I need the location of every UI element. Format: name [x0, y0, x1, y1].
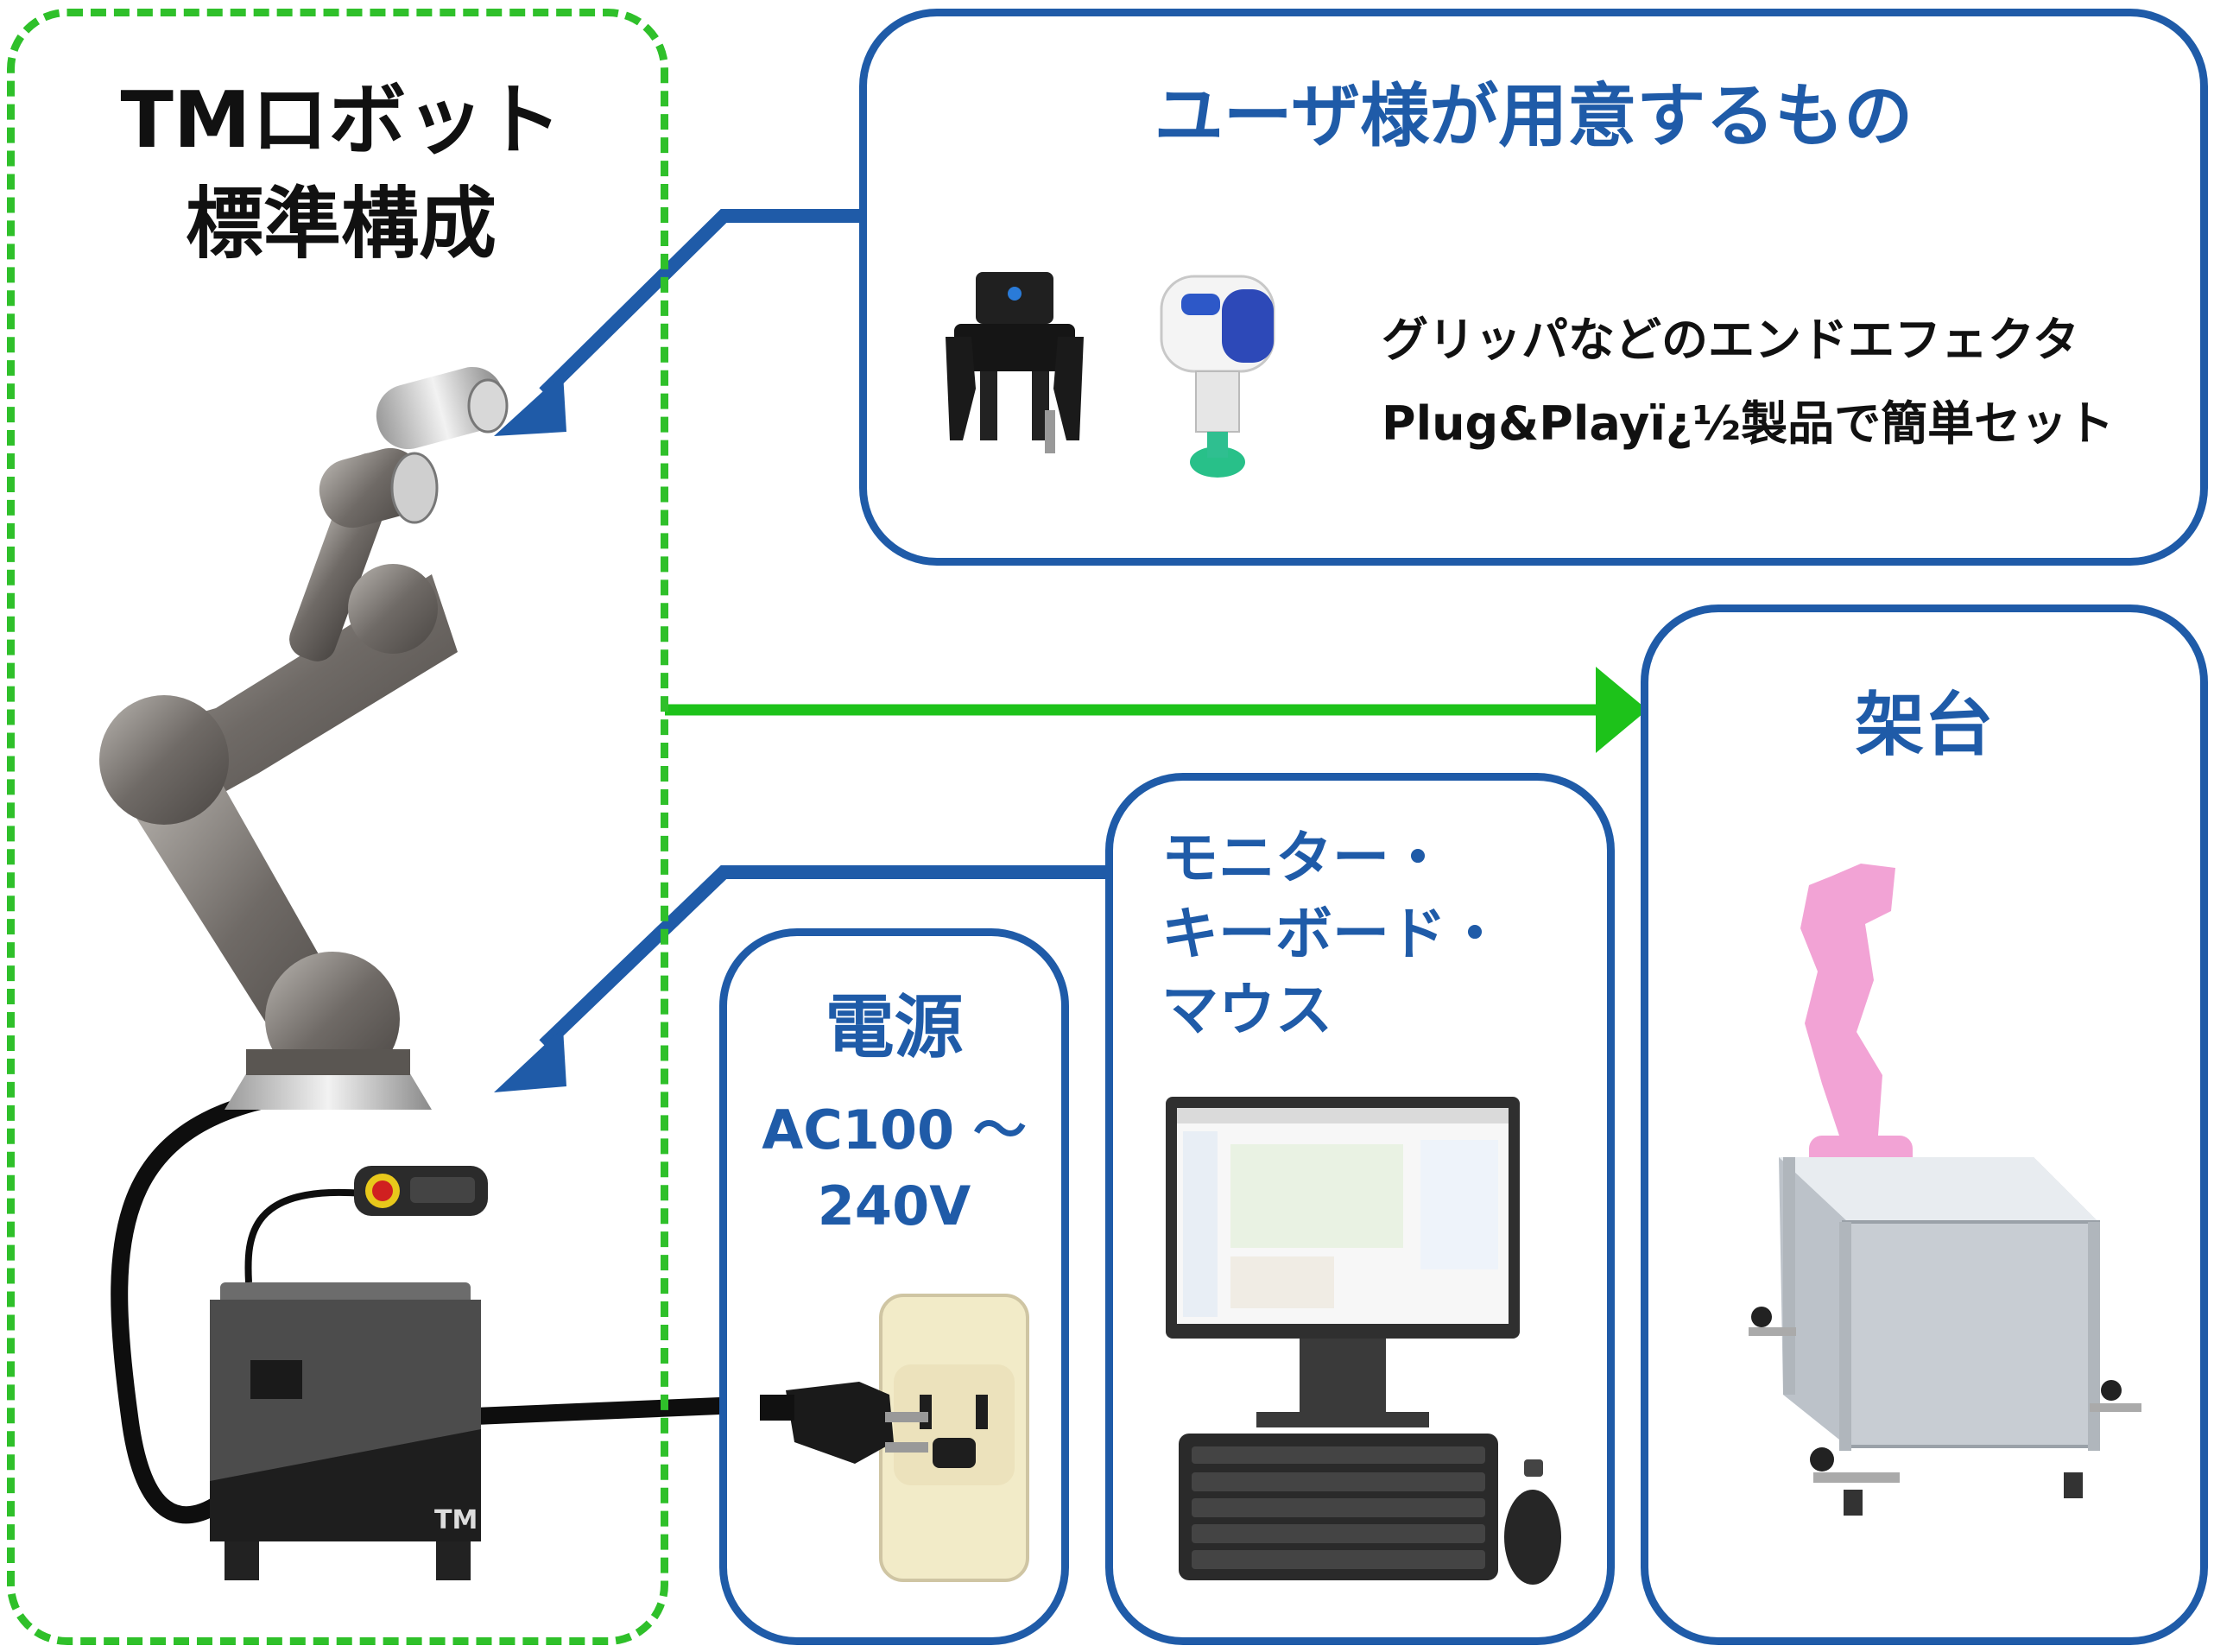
green-arrow-head [1596, 667, 1648, 753]
standard-config-frame [7, 9, 668, 1645]
user-provided-desc: グリッパなどのエンドエフェクタ Plug&Playï¿½製品で簡単セット [1382, 298, 2185, 465]
robot-cable [111, 1081, 338, 1524]
power-spec: AC100 ～ 240V [719, 1092, 1069, 1244]
teach-pendant-illustration [354, 1166, 488, 1216]
blue-arrow-peripheral-line [539, 865, 1105, 1050]
monitor-label: モニター・ [1161, 825, 1446, 891]
computer-illustration [1166, 1097, 1561, 1585]
keyboard-label: キーボード・ [1161, 901, 1503, 967]
vacuum-gripper-icon [1160, 275, 1275, 478]
user-provided-title: ユーザ様が用意するもの [1154, 76, 1914, 156]
robot-title-line1: TMロボット [120, 75, 562, 166]
robot-arm-illustration [99, 366, 509, 1110]
robot-title-line2: 標準構成 [186, 179, 497, 269]
end-effector-text: グリッパなどのエンドエフェクタ [1382, 313, 2079, 367]
power-voltage-max: 240V [817, 1174, 971, 1237]
blue-arrow-user-head [494, 373, 566, 436]
stand-box [1641, 604, 2208, 1645]
svg-text:TM: TM [434, 1505, 478, 1535]
power-voltage-range: AC100 ～ [762, 1098, 1027, 1161]
power-outlet-illustration [760, 1294, 1029, 1582]
user-provided-box [859, 9, 2208, 566]
mouse-label: マウス [1161, 977, 1332, 1043]
peripherals-title: モニター・ キーボード・ マウス [1161, 820, 1610, 1048]
pendant-cable [244, 1188, 364, 1283]
power-title: 電源 [825, 987, 964, 1067]
blue-arrow-peripheral-head [494, 1028, 566, 1092]
gripper-icon [946, 272, 1084, 453]
plug-and-play-text: Plug&Playï¿½製品で簡単セット [1382, 396, 2115, 451]
stand-title: 架台 [1855, 685, 1994, 765]
robot-section-title: TMロボット 標準構成 [47, 69, 635, 276]
controller-box-illustration: TM [210, 1282, 481, 1580]
stand-illustration [1749, 864, 2141, 1516]
blue-arrow-user-line [539, 209, 859, 398]
